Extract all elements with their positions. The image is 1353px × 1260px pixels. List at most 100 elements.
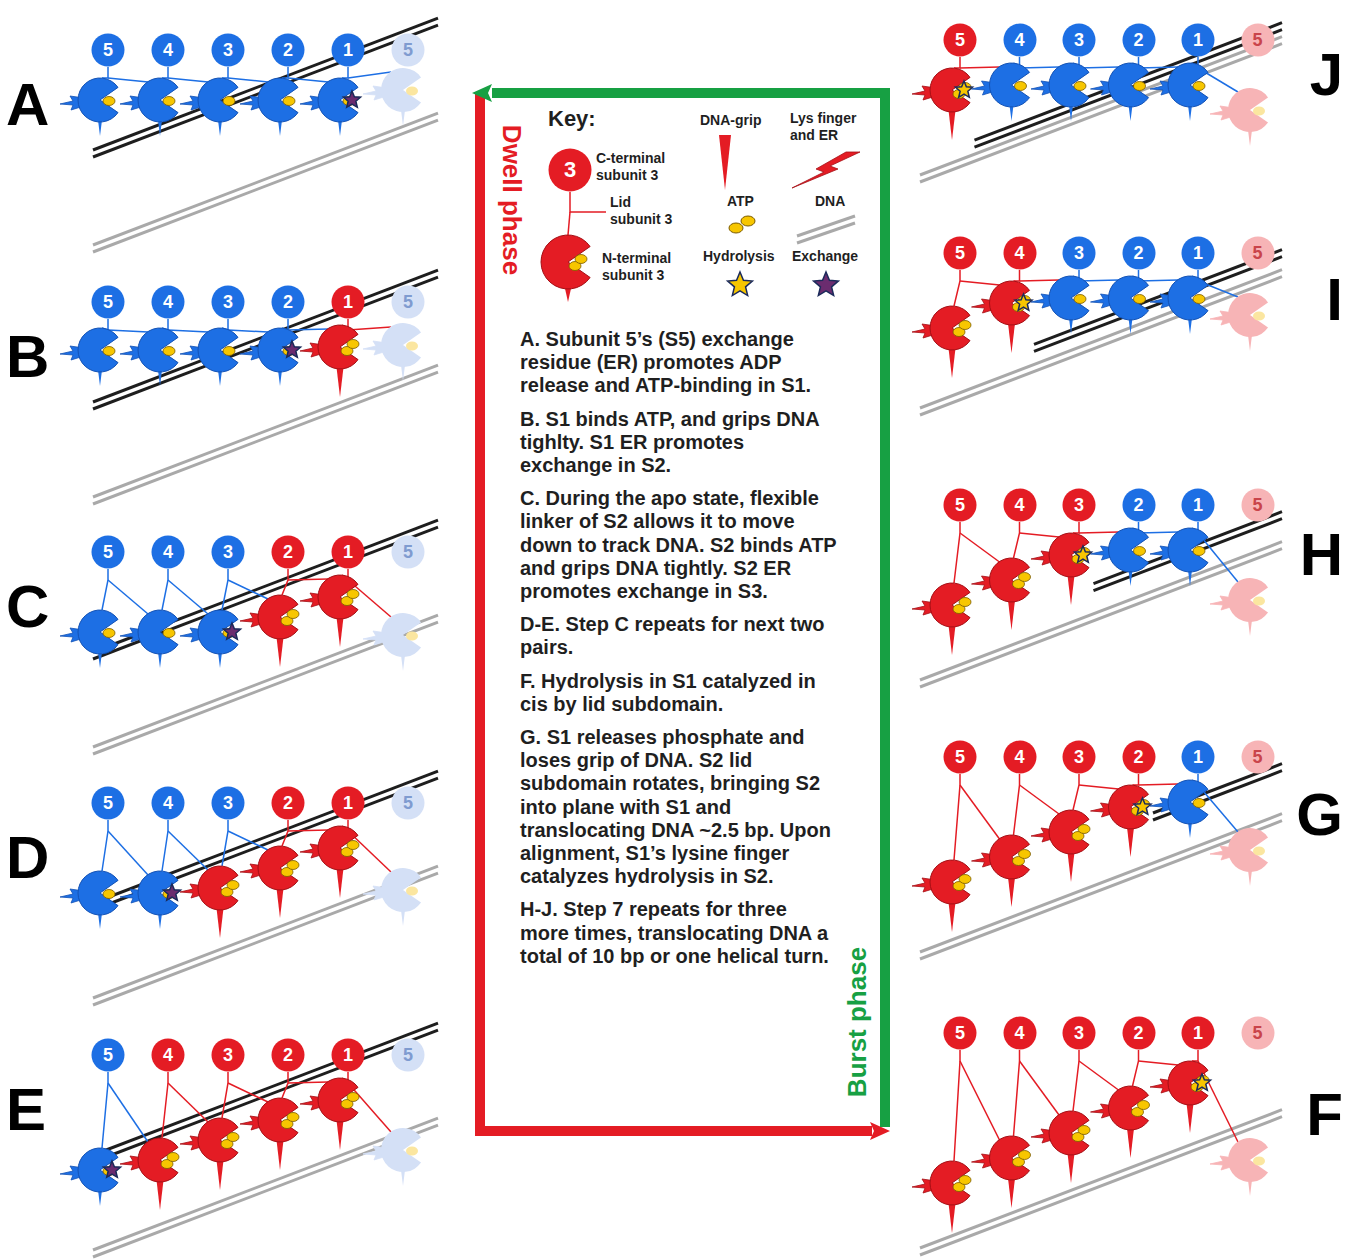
- subunit-number: 4: [163, 292, 173, 313]
- lid-linker: [168, 580, 208, 614]
- subunit-number: 3: [223, 542, 233, 563]
- subunit-number: 3: [223, 793, 233, 814]
- subunit-circle: 5: [391, 535, 425, 569]
- key-samples: [541, 135, 860, 302]
- subunit-circle: 1: [331, 535, 365, 569]
- atp-molecule: [406, 1147, 418, 1156]
- c-terminal-subunit: [1063, 489, 1096, 522]
- legend-entry: Lys finger and ER: [790, 110, 865, 144]
- c-terminal-subunit: [92, 34, 125, 67]
- atp-molecule: [959, 321, 971, 330]
- lid-linker: [954, 57, 960, 68]
- lid-linker: [960, 1061, 1000, 1140]
- n-terminal-subunit: [138, 1138, 178, 1182]
- atp-molecule: [1078, 825, 1090, 834]
- lid-linker: [570, 192, 606, 212]
- lid-linker: [282, 820, 288, 846]
- subunit-circle: 1: [1181, 740, 1215, 774]
- dna-strand: [920, 37, 1282, 175]
- atp-molecule: [163, 97, 175, 106]
- c-terminal-subunit: [1241, 1017, 1274, 1050]
- exchange-star: [283, 341, 300, 357]
- hydrolysis-star: [728, 272, 753, 296]
- n-terminal-subunit: [1168, 780, 1208, 824]
- c-terminal-subunit: [1003, 741, 1036, 774]
- lid-linker: [1014, 774, 1020, 835]
- lid-linker: [168, 1083, 208, 1122]
- subunit-number: 3: [1074, 1023, 1084, 1044]
- atp-molecule: [575, 255, 587, 264]
- c-terminal-subunit: [1122, 741, 1155, 774]
- exchange-star: [163, 884, 180, 900]
- n-terminal-subunit: [1228, 578, 1268, 622]
- c-terminal-subunit: [549, 149, 592, 192]
- atp-molecule: [1253, 597, 1265, 606]
- n-terminal-subunit: [541, 235, 590, 289]
- subunit-number: 2: [1133, 747, 1143, 768]
- panel-illustration: [912, 250, 1282, 415]
- c-terminal-subunit: [392, 34, 425, 67]
- subunit-number: 3: [1074, 30, 1084, 51]
- lid-linker: [1079, 1061, 1119, 1090]
- atp-molecule: [1253, 847, 1265, 856]
- c-terminal-subunit: [272, 34, 305, 67]
- subunit-circle: 5: [1241, 23, 1275, 57]
- c-terminal-subunit: [944, 1017, 977, 1050]
- subunit-number: 1: [1193, 30, 1203, 51]
- panel-illustration: [60, 18, 438, 252]
- panel-illustration: [912, 764, 1282, 959]
- panel-letter: F: [1306, 1085, 1343, 1145]
- n-terminal-subunit: [930, 583, 970, 627]
- atp-molecule: [1193, 82, 1205, 91]
- lid-linker: [1139, 1061, 1179, 1065]
- subunit-number: 1: [1193, 1023, 1203, 1044]
- lid-linker: [222, 569, 228, 610]
- c-terminal-subunit: [1241, 24, 1274, 57]
- c-terminal-subunit: [1241, 489, 1274, 522]
- subunit-number: 4: [1014, 30, 1024, 51]
- lid-linker: [108, 1083, 148, 1142]
- subunit-number: 3: [1074, 495, 1084, 516]
- exchange-star: [814, 272, 839, 296]
- lid-linker: [1014, 1050, 1020, 1136]
- atp-molecule: [1253, 107, 1265, 116]
- atp-molecule: [1019, 573, 1031, 582]
- subunit-circle: 4: [151, 285, 185, 319]
- n-terminal-subunit: [138, 328, 178, 372]
- lid-linker: [954, 1050, 960, 1161]
- subunit-number: 5: [403, 542, 413, 563]
- exchange-star: [343, 91, 360, 107]
- dna-strand: [920, 277, 1282, 415]
- atp-molecule: [287, 861, 299, 870]
- lid-linker: [228, 330, 268, 332]
- panel-illustration: [60, 771, 438, 1005]
- legend-entry: Hydrolysis: [703, 248, 785, 265]
- subunit-circle: 5: [943, 236, 977, 270]
- n-terminal-subunit: [1049, 276, 1089, 320]
- dwell-arrow: [480, 93, 872, 1131]
- n-terminal-subunit: [381, 323, 421, 367]
- lid-linker: [568, 212, 570, 235]
- atp-molecule: [223, 347, 235, 356]
- c-terminal-subunit: [212, 1039, 245, 1072]
- atp-molecule: [1134, 295, 1146, 304]
- n-terminal-subunit: [990, 63, 1030, 107]
- c-terminal-subunit: [944, 24, 977, 57]
- lid-linker: [954, 774, 960, 860]
- panel-letter: I: [1326, 270, 1343, 330]
- lid-linker: [102, 67, 108, 78]
- subunit-number: 5: [955, 1023, 965, 1044]
- c-terminal-subunit: [1182, 1017, 1215, 1050]
- subunit-number: 5: [403, 292, 413, 313]
- n-terminal-subunit: [1109, 528, 1149, 572]
- subunit-number: 1: [1193, 747, 1203, 768]
- step-description: G. S1 releases phosphate and loses grip …: [520, 726, 838, 888]
- legend-entry: DNA: [815, 193, 865, 210]
- atp-molecule: [287, 610, 299, 619]
- subunit-circle: 1: [331, 285, 365, 319]
- n-terminal-subunit: [381, 868, 421, 912]
- c-terminal-subunit: [332, 1039, 365, 1072]
- subunit-number: 3: [223, 1045, 233, 1066]
- atp-molecule: [406, 632, 418, 641]
- burst-arrow: [492, 93, 885, 1127]
